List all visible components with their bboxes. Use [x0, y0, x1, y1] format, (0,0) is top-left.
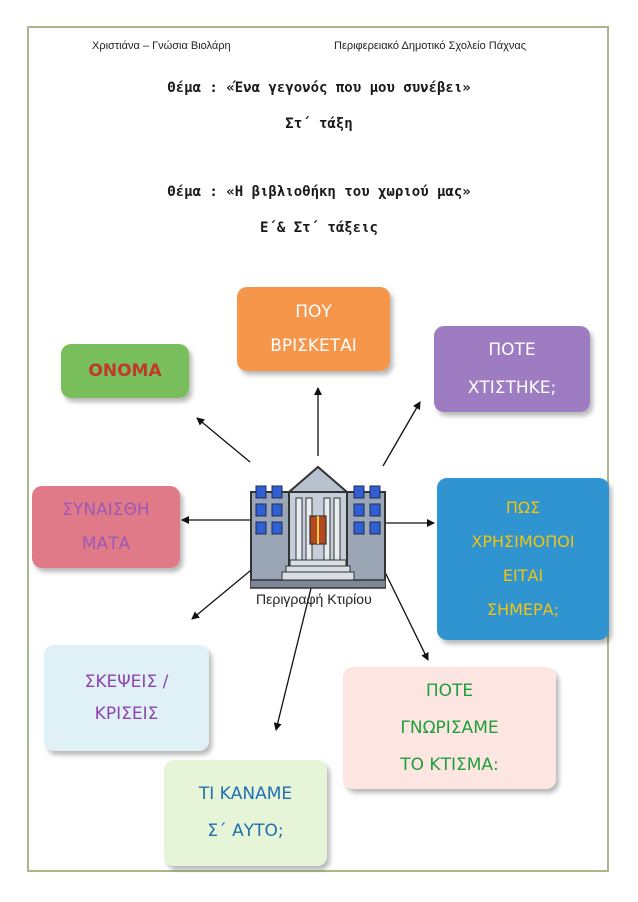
bubble-did-line: Σ΄ ΑΥΤΟ; [207, 821, 284, 841]
bubble-where-line: ΠΟΥ [295, 302, 332, 322]
building-icon [250, 465, 386, 589]
bubble-did: ΤΙ ΚΑΝΑΜΕ Σ΄ ΑΥΤΟ; [164, 760, 327, 866]
arrow-to-when [382, 401, 421, 467]
bubble-where-line: ΒΡΙΣΚΕΤΑΙ [270, 336, 357, 356]
arrow-to-name [196, 417, 251, 463]
bubble-usage: ΠΩΣ ΧΡΗΣΙΜΟΠΟΙ ΕΙΤΑΙ ΣΗΜΕΡΑ; [437, 478, 609, 640]
center-caption: Περιγραφή Κτιρίου [256, 591, 372, 607]
bubble-thoughts-line: ΚΡΙΣΕΙΣ [94, 704, 159, 724]
bubble-name: ΟΝΟΜΑ [61, 344, 189, 398]
bubble-name-line: ΟΝΟΜΑ [88, 361, 162, 381]
grade-1: Στ΄ τάξη [285, 116, 353, 132]
bubble-usage-line: ΠΩΣ [505, 498, 541, 517]
grade-2: Ε΄& Στ΄ τάξεις [259, 220, 378, 236]
topic-1: Θέμα : «Ένα γεγονός που μου συνέβει» [167, 80, 471, 96]
arrow-to-met [382, 567, 429, 661]
bubble-did-line: ΤΙ ΚΑΝΑΜΕ [198, 784, 293, 804]
bubble-usage-line: ΣΗΜΕΡΑ; [486, 600, 560, 619]
bubble-feelings-line: ΣΥΝΑΙΣΘΗ [62, 500, 150, 520]
bubble-thoughts-line: ΣΚΕΨΕΙΣ / [84, 672, 169, 692]
topic-2: Θέμα : «Η βιβλιοθήκη του χωριού μας» [167, 184, 471, 200]
bubble-usage-line: ΧΡΗΣΙΜΟΠΟΙ [471, 532, 575, 551]
bubble-thoughts: ΣΚΕΨΕΙΣ / ΚΡΙΣΕΙΣ [44, 645, 209, 751]
arrow-to-thoughts [191, 565, 257, 620]
bubble-met-line: ΤΟ ΚΤΙΣΜΑ: [400, 754, 499, 775]
header-school: Περιφερειακό Δημοτικό Σχολείο Πάχνας [334, 40, 527, 52]
bubble-when-line: ΠΟΤΕ [488, 340, 536, 360]
bubble-usage-line: ΕΙΤΑΙ [502, 566, 544, 585]
header-author: Χριστιάνα – Γνώσια Βιολάρη [92, 40, 231, 52]
page-border [27, 26, 609, 872]
bubble-when-line: ΧΤΙΣΤΗΚΕ; [467, 378, 557, 398]
arrow-to-did [273, 567, 317, 731]
bubble-met-line: ΠΟΤΕ [425, 680, 474, 701]
bubble-met: ΠΟΤΕ ΓΝΩΡΙΣΑΜΕ ΤΟ ΚΤΙΣΜΑ: [343, 667, 556, 789]
bubble-when: ΠΟΤΕ ΧΤΙΣΤΗΚΕ; [434, 326, 590, 412]
bubble-feelings: ΣΥΝΑΙΣΘΗ ΜΑΤΑ [32, 486, 180, 568]
bubble-met-line: ΓΝΩΡΙΣΑΜΕ [400, 717, 499, 738]
bubble-where: ΠΟΥ ΒΡΙΣΚΕΤΑΙ [237, 287, 390, 371]
bubble-feelings-line: ΜΑΤΑ [81, 534, 131, 554]
